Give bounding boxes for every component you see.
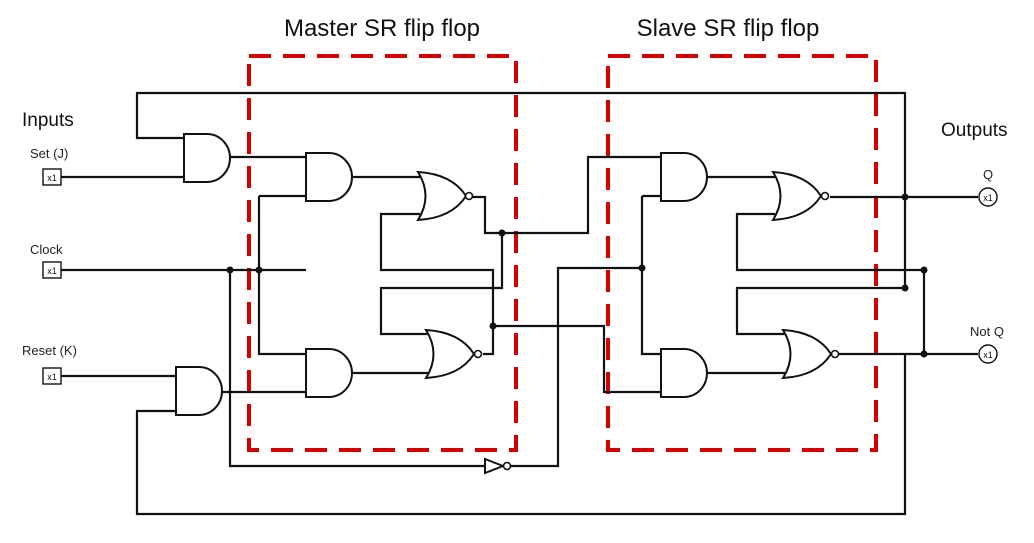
outputs-heading: Outputs	[941, 120, 1008, 141]
and-gate-master-top	[305, 152, 353, 202]
and-gate-slave-bottom	[660, 348, 708, 398]
reset-terminal-text: x1	[47, 372, 57, 382]
notq-label: Not Q	[970, 324, 1004, 339]
q-label: Q	[983, 167, 993, 182]
nor-gate-master-top	[416, 170, 474, 222]
wire-clock-master	[257, 194, 306, 356]
wire-mnor-top-cross	[379, 233, 504, 336]
wire-mnor-bot-cross	[379, 212, 495, 326]
wire-mnor-bot-out	[483, 326, 495, 356]
wire-snor-bot-cross	[735, 212, 926, 354]
and-gate-set	[183, 133, 231, 183]
notq-terminal[interactable]: x1	[978, 344, 998, 364]
wire-mnor-top-out	[471, 195, 502, 235]
wires	[61, 91, 978, 516]
junctions	[226, 193, 928, 358]
set-terminal-text: x1	[47, 173, 57, 183]
reset-terminal[interactable]: x1	[42, 367, 62, 385]
wire-inverted-clock	[511, 266, 642, 468]
master-title: Master SR flip flop	[284, 15, 480, 42]
nor-gate-slave-bottom	[781, 328, 840, 380]
inputs-heading: Inputs	[22, 110, 74, 131]
set-label: Set (J)	[30, 146, 68, 161]
slave-title: Slave SR flip flop	[637, 15, 820, 42]
wire-master-notq	[493, 324, 661, 394]
nor-gate-master-bottom	[424, 328, 483, 380]
clock-terminal[interactable]: x1	[42, 261, 62, 279]
wire-q-feedback	[135, 91, 907, 197]
and-gate-slave-top	[660, 152, 708, 202]
wire-notq-feedback	[135, 354, 907, 516]
and-gate-reset	[175, 366, 223, 416]
wire-clock-slave	[640, 194, 661, 356]
wire-clock-inverter	[228, 270, 485, 468]
q-terminal-text: x1	[983, 193, 993, 203]
and-gate-master-bottom	[305, 348, 353, 398]
clock-label: Clock	[30, 242, 63, 257]
reset-label: Reset (K)	[22, 343, 77, 358]
wire-master-q	[502, 155, 661, 235]
slave-box	[606, 54, 878, 452]
clock-terminal-text: x1	[47, 266, 57, 276]
set-terminal[interactable]: x1	[42, 168, 62, 186]
notq-terminal-text: x1	[983, 350, 993, 360]
master-box	[247, 54, 518, 452]
not-gate-clock	[484, 457, 512, 475]
q-terminal[interactable]: x1	[978, 187, 998, 207]
wire-snor-top-cross	[735, 197, 907, 336]
nor-gate-slave-top	[771, 170, 830, 222]
